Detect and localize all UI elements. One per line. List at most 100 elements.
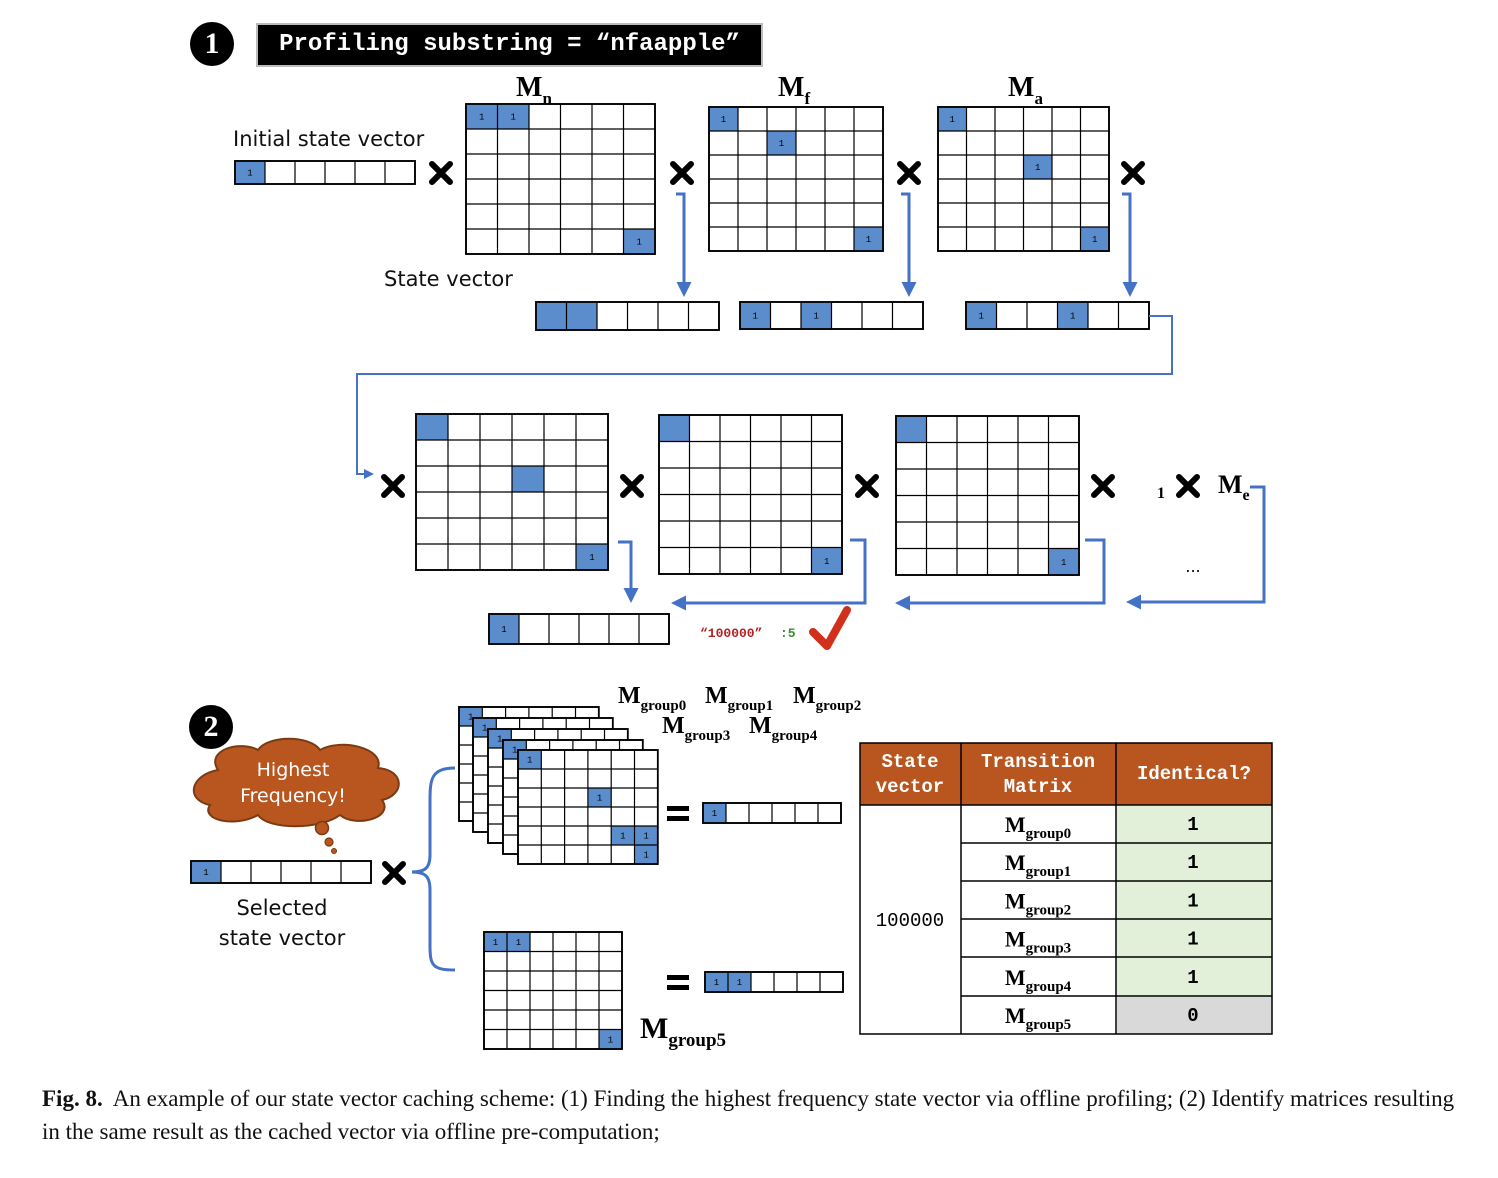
selected-label-line1: Selected: [236, 896, 328, 920]
filled-cell: [703, 803, 726, 823]
multiply-icon: [382, 861, 406, 885]
label-m-group1: Mgroup1: [705, 683, 773, 714]
table-row-matrix: Mgroup5: [1005, 1003, 1071, 1033]
arrow-m2-to-result: [671, 538, 867, 611]
filled-cell: [811, 547, 842, 574]
filled-cell: [587, 788, 612, 807]
multiply-icon: [855, 474, 879, 498]
arrow-ma-to-vector: [1122, 192, 1138, 297]
filled-cell: [416, 414, 448, 440]
table-row-identical: 1: [1187, 929, 1198, 951]
table-row-matrix: Mgroup0: [1005, 812, 1071, 842]
step1-badge: 1: [190, 22, 234, 66]
table-row-matrix: Mgroup1: [1005, 850, 1071, 880]
label-m-e: Me: [1218, 470, 1250, 504]
cell-value: 1: [1070, 312, 1075, 322]
filled-cell: [1057, 302, 1088, 329]
label-m-group3: Mgroup3: [662, 713, 730, 744]
state-vector-label: State vector: [384, 267, 513, 291]
arrow-mn-to-vector: [676, 192, 692, 297]
cell-value: 1: [512, 746, 517, 756]
filled-cell: [966, 302, 997, 329]
equals-signs: [667, 806, 689, 990]
multiply-signs: [381, 161, 1200, 885]
matrix-mf: 111: [708, 106, 884, 252]
cell-value: 1: [247, 169, 252, 179]
cell-value: 1: [643, 851, 648, 861]
result-count: :5: [780, 626, 796, 641]
cell-value: 1: [620, 832, 625, 842]
cell-value: 1: [714, 978, 719, 988]
initial-state-vector: 1: [234, 160, 416, 185]
table-row-identical: 1: [1187, 814, 1198, 836]
filled-cell: [634, 826, 658, 845]
filled-cell: [801, 302, 832, 329]
filled-cell: [191, 861, 221, 883]
thought-cloud-icon: [192, 737, 400, 854]
filled-cell: [634, 845, 658, 864]
filled-cell: [235, 161, 265, 184]
matrix-row2-3: 1: [895, 415, 1080, 576]
filled-cell: [536, 302, 567, 330]
label-m-group4: Mgroup4: [749, 713, 818, 744]
arrow-m3-to-result: [895, 538, 1106, 611]
cell-value: 1: [501, 625, 506, 635]
flow-arrows: [356, 192, 1266, 611]
cell-value: 1: [814, 312, 819, 322]
filled-cell: [466, 104, 498, 129]
cell-value: 1: [597, 794, 602, 804]
cell-value: 1: [468, 713, 473, 723]
filled-cell: [659, 415, 690, 442]
filled-cell: [854, 227, 883, 251]
table-row-matrix: Mgroup4: [1005, 965, 1072, 995]
multiply-icon: [1176, 474, 1200, 498]
filled-cell: [1023, 155, 1052, 179]
cell-value: 1: [950, 115, 955, 125]
table-row-matrix: Mgroup2: [1005, 888, 1071, 918]
cell-value: 1: [712, 809, 717, 819]
cell-value: 1: [482, 724, 487, 734]
result-state-vector: 1: [488, 613, 670, 645]
filled-cell: [709, 107, 738, 131]
multiply-icon: [897, 161, 921, 185]
filled-cell: [507, 932, 530, 952]
ellipsis: ...: [1185, 557, 1200, 576]
filled-cell: [896, 416, 927, 443]
state-vector-cell: 100000: [876, 910, 944, 932]
filled-cell: [497, 104, 529, 129]
selected-label-line2: state vector: [218, 926, 346, 950]
caption-text: An example of our state vector caching s…: [42, 1086, 1455, 1144]
selected-state-vector: 1: [190, 860, 372, 884]
filled-cell: [1080, 227, 1109, 251]
cell-value: 1: [979, 312, 984, 322]
label-m-n: Mn: [516, 72, 552, 108]
cloud-text-line1: Highest: [256, 759, 330, 781]
arrow-me-to-result: [1126, 485, 1266, 610]
filled-cell: [512, 466, 544, 492]
table-row-identical: 1: [1187, 852, 1198, 874]
filled-cell: [611, 826, 635, 845]
filled-cell: [1048, 548, 1079, 575]
cell-value: 1: [721, 115, 726, 125]
cell-value: 1: [203, 868, 208, 878]
cell-value: 1: [516, 938, 521, 948]
figure-caption: Fig. 8.An example of our state vector ca…: [42, 1082, 1462, 1148]
filled-cell: [484, 932, 507, 952]
cell-value: 1: [1092, 235, 1097, 245]
cell-value: 1: [866, 235, 871, 245]
cell-value: 1: [479, 113, 484, 123]
multiply-icon: [620, 474, 644, 498]
header-identical: Identical?: [1137, 763, 1251, 785]
